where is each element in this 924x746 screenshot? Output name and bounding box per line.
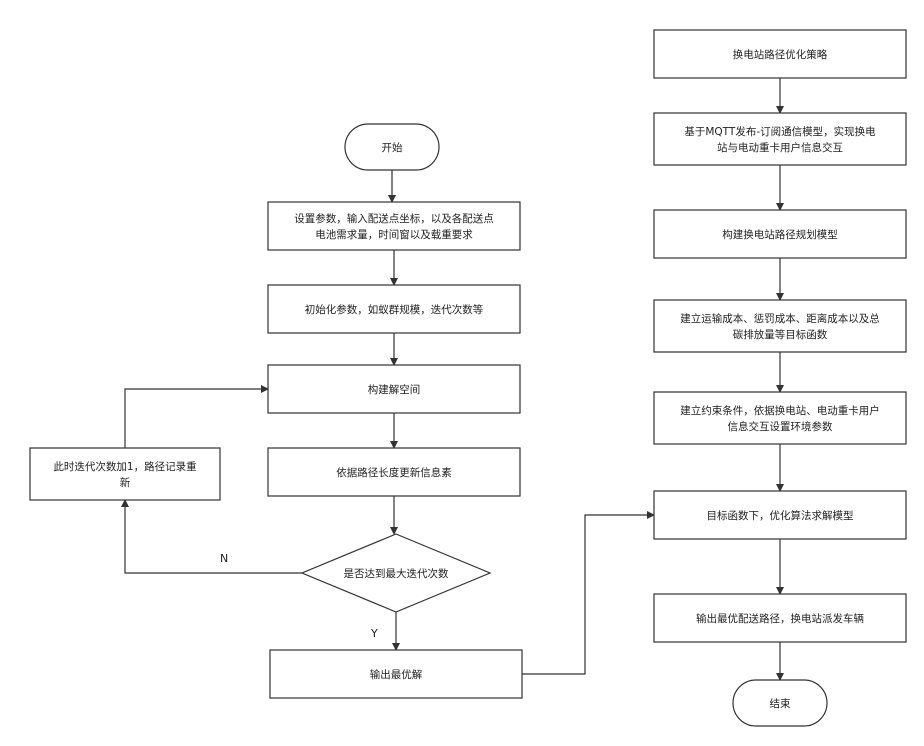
set-params-label-line-2: 电池需求量，时间窗以及载重要求 bbox=[315, 228, 473, 241]
objective-label-line-1: 建立运输成本、惩罚成本、距离成本以及总 bbox=[680, 312, 880, 325]
edge-iter-plus-to-build-solution bbox=[125, 389, 268, 448]
set-params-node: 设置参数，输入配送点坐标，以及各配送点 电池需求量，时间窗以及载重要求 bbox=[268, 202, 520, 250]
constraints-label-line-1: 建立约束条件，依据换电站、电动重卡用户 bbox=[680, 404, 880, 417]
output-best-label: 输出最优解 bbox=[370, 668, 423, 681]
solve-label: 目标函数下，优化算法求解模型 bbox=[707, 509, 854, 522]
no-label: N bbox=[220, 552, 228, 565]
start-label: 开始 bbox=[382, 141, 403, 154]
output-route-label: 输出最优配送路径，换电站派发车辆 bbox=[696, 612, 864, 625]
update-pheromone-node: 依据路径长度更新信息素 bbox=[268, 448, 520, 496]
output-route-node: 输出最优配送路径，换电站派发车辆 bbox=[654, 594, 906, 642]
update-pheromone-label: 依据路径长度更新信息素 bbox=[336, 466, 452, 479]
mqtt-label-line-2: 站与电动重卡用户信息交互 bbox=[717, 141, 843, 154]
build-solution-label: 构建解空间 bbox=[368, 383, 421, 396]
max-iter-decision: 是否达到最大迭代次数 bbox=[302, 534, 490, 612]
build-model-label: 构建换电站路径规划模型 bbox=[722, 228, 838, 241]
init-node: 初始化参数，如蚁群规模，迭代次数等 bbox=[268, 285, 520, 333]
build-model-node: 构建换电站路径规划模型 bbox=[654, 210, 906, 258]
start-node: 开始 bbox=[345, 124, 439, 170]
yes-label: Y bbox=[370, 627, 378, 640]
strategy-node: 换电站路径优化策略 bbox=[654, 30, 906, 78]
max-iter-label: 是否达到最大迭代次数 bbox=[344, 567, 449, 580]
iter-plus-label-line-2: 新 bbox=[120, 476, 131, 489]
constraints-node: 建立约束条件，依据换电站、电动重卡用户 信息交互设置环境参数 bbox=[654, 392, 906, 444]
set-params-label-line-1: 设置参数，输入配送点坐标，以及各配送点 bbox=[294, 212, 494, 225]
iter-plus-label-line-1: 此时迭代次数加1，路径记录重 bbox=[53, 460, 196, 473]
objective-label-line-2: 碳排放量等目标函数 bbox=[733, 328, 828, 341]
iter-plus-node: 此时迭代次数加1，路径记录重 新 bbox=[30, 448, 220, 500]
output-best-node: 输出最优解 bbox=[270, 650, 522, 698]
edge-output-best-to-solve bbox=[522, 515, 654, 674]
strategy-label: 换电站路径优化策略 bbox=[733, 48, 828, 61]
build-solution-node: 构建解空间 bbox=[268, 365, 520, 413]
solve-node: 目标函数下，优化算法求解模型 bbox=[654, 491, 906, 539]
mqtt-node: 基于MQTT发布-订阅通信模型，实现换电 站与电动重卡用户信息交互 bbox=[654, 113, 906, 165]
objective-node: 建立运输成本、惩罚成本、距离成本以及总 碳排放量等目标函数 bbox=[654, 300, 906, 352]
mqtt-label-line-1: 基于MQTT发布-订阅通信模型，实现换电 bbox=[684, 125, 876, 138]
end-node: 结束 bbox=[733, 680, 827, 726]
constraints-label-line-2: 信息交互设置环境参数 bbox=[728, 420, 833, 433]
end-label: 结束 bbox=[770, 697, 791, 710]
edge-decision-no bbox=[125, 500, 302, 573]
init-label: 初始化参数，如蚁群规模，迭代次数等 bbox=[305, 303, 484, 316]
